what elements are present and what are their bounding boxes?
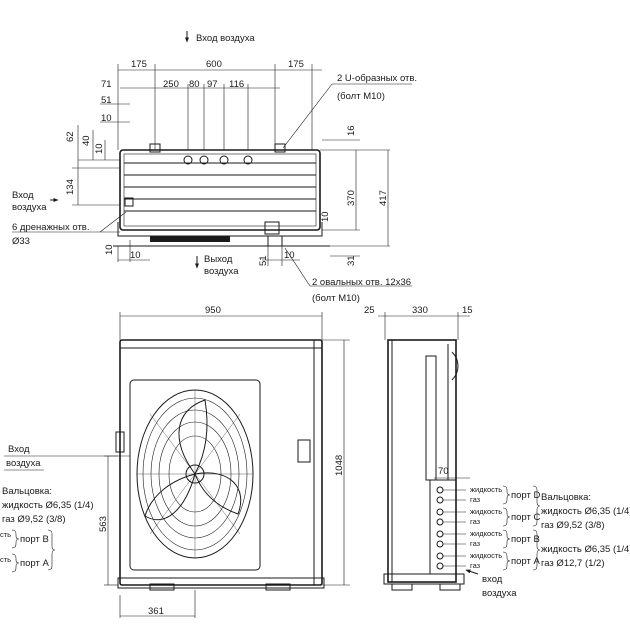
front-width-dim: 950 (205, 305, 221, 316)
port-d-gas: газ (470, 495, 481, 504)
side-dim-25: 25 (364, 305, 375, 316)
side-view-unit-body: 70 (383, 339, 470, 591)
front-bottom-offset-dim: 361 (148, 606, 164, 617)
dim-31: 31 (346, 255, 357, 266)
top-view: Вход воздуха 175 600 175 71 250 80 97 11… (12, 31, 417, 304)
dim-80: 80 (189, 79, 200, 90)
front-view-unit-body (115, 339, 325, 591)
side-air-in-line2: воздуха (482, 588, 517, 599)
left-flare-liquid: жидкость Ø6,35 (1/4) (2, 500, 94, 511)
left-notes: Вход воздуха Вальцовка: жидкость Ø6,35 (… (0, 444, 118, 573)
port-c-label: порт C (511, 512, 540, 523)
dim-51: 51 (101, 95, 112, 106)
dim-10-bottom-v: 10 (104, 244, 115, 255)
fan-icon (136, 389, 254, 559)
left-air-in-line1: Вход (8, 444, 30, 455)
group2-gas: газ Ø12,7 (1/2) (541, 558, 604, 569)
dim-10-top: 10 (101, 113, 112, 124)
service-valves (436, 486, 466, 570)
port-d-liquid: жидкость (470, 485, 502, 494)
dim-370: 370 (346, 190, 357, 206)
left-flare-title: Вальцовка: (2, 486, 52, 497)
group1-liquid: жидкость Ø6,35 (1/4) (541, 506, 630, 517)
dim-40: 40 (81, 135, 92, 146)
dim-175-left: 175 (131, 59, 147, 70)
left-port-b-label: порт B (20, 534, 49, 545)
oval-holes-bolt: (болт M10) (312, 293, 360, 304)
side-dim-15: 15 (462, 305, 473, 316)
port-labels: жидкость газ жидкость газ жидкость газ ж… (470, 485, 630, 571)
front-left-offset-dim: 563 (98, 516, 109, 532)
drain-holes-size: Ø33 (12, 236, 30, 247)
drain-holes-label: 6 дренажных отв. (12, 222, 90, 233)
bottom-dimension-lines (117, 240, 300, 266)
left-port-a-label: порт A (20, 558, 49, 569)
port-a-label: порт A (511, 556, 540, 567)
port-b-gas: газ (470, 539, 481, 548)
air-in-left-line2: воздуха (12, 202, 47, 213)
dim-51-bottom: 51 (258, 255, 269, 266)
dim-116: 116 (229, 79, 244, 90)
dim-600: 600 (206, 59, 222, 70)
air-in-top-label: Вход воздуха (196, 33, 255, 44)
top-view-unit-body (113, 143, 330, 247)
dim-417: 417 (378, 190, 389, 206)
air-in-left-line1: Вход (12, 190, 34, 201)
side-port-dim: 70 (438, 466, 449, 477)
port-b-liquid: жидкость (470, 529, 502, 538)
right-dimension-lines (320, 139, 390, 257)
top-dimension-lines (100, 64, 322, 150)
dim-16: 16 (346, 125, 357, 136)
dim-175-right: 175 (288, 59, 304, 70)
u-holes-label: 2 U-образных отв. (337, 73, 417, 84)
group1-gas: газ Ø9,52 (3/8) (541, 520, 604, 531)
air-out-line1: Выход (204, 254, 233, 265)
left-air-in-line2: воздуха (6, 458, 41, 469)
group2-liquid: жидкость Ø6,35 (1/4) (541, 544, 630, 555)
dim-10-bottom-r: 10 (284, 250, 295, 261)
left-port-a-cut-text: сть (0, 555, 11, 564)
group1-title: Вальцовка: (541, 492, 591, 503)
dim-10-bottom-h: 10 (130, 250, 141, 261)
dim-71: 71 (101, 79, 112, 90)
port-a-liquid: жидкость (470, 551, 502, 560)
dim-250: 250 (163, 79, 179, 90)
port-c-gas: газ (470, 517, 481, 526)
left-port-b-cut-text: сть (0, 530, 11, 539)
u-holes-bolt: (болт M10) (337, 91, 385, 102)
front-height-dim: 1048 (334, 455, 345, 476)
port-a-gas: газ (470, 561, 481, 570)
dim-10-left: 10 (94, 143, 105, 154)
oval-holes-label: 2 овальных отв. 12x36 (312, 277, 411, 288)
port-c-liquid: жидкость (470, 507, 502, 516)
dim-97: 97 (207, 79, 218, 90)
left-dimension-lines (72, 125, 125, 206)
front-view: 950 (98, 305, 350, 618)
dim-10-right: 10 (320, 211, 331, 222)
side-dim-330: 330 (412, 305, 428, 316)
side-air-in-line1: вход (482, 574, 503, 585)
port-d-label: порт D (511, 490, 540, 501)
side-air-in-arrow-icon (465, 569, 479, 575)
dim-134: 134 (65, 179, 76, 195)
air-out-line2: воздуха (204, 266, 239, 277)
port-b-label: порт B (511, 534, 540, 545)
left-flare-gas: газ Ø9,52 (3/8) (2, 514, 65, 525)
side-view: 25 330 15 70 (364, 305, 517, 599)
dim-62: 62 (65, 131, 76, 142)
